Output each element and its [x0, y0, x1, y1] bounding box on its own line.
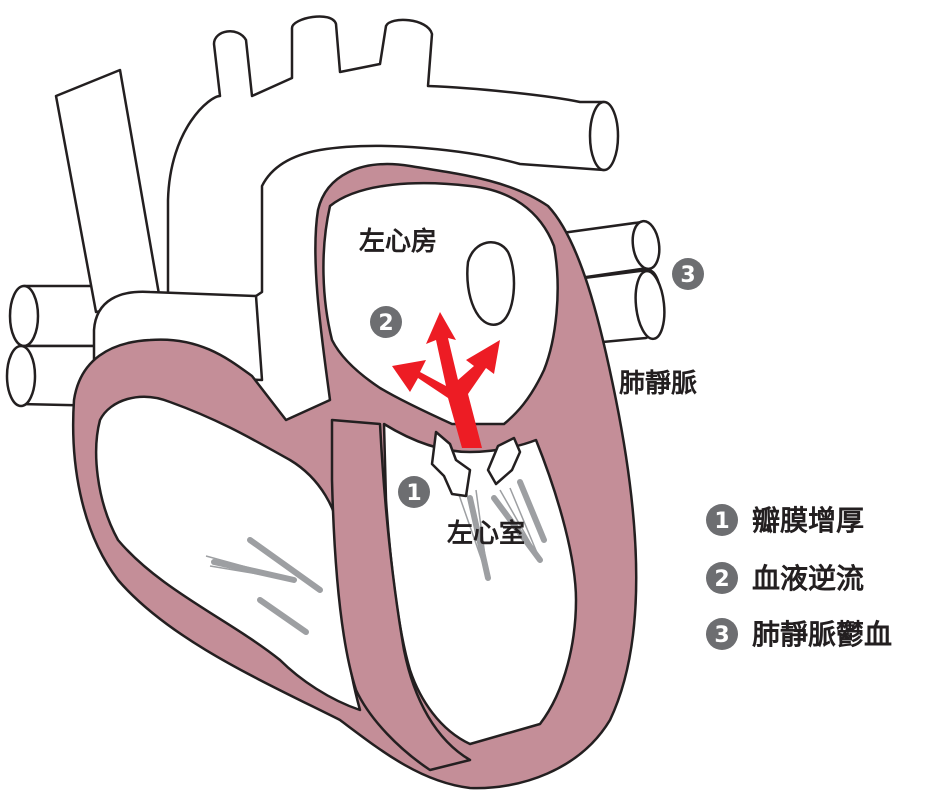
svg-text:2: 2 [714, 567, 729, 592]
svg-text:1: 1 [714, 509, 729, 534]
svg-text:2: 2 [378, 311, 393, 336]
svg-text:1: 1 [406, 481, 421, 506]
legend-item: 3 肺靜脈鬱血 [706, 618, 892, 651]
svg-text:3: 3 [714, 623, 729, 648]
legend-text: 瓣膜增厚 [752, 504, 864, 537]
legend-text: 肺靜脈鬱血 [752, 618, 892, 651]
legend-item: 1 瓣膜增厚 [706, 504, 864, 537]
superior-vena-cava [56, 70, 160, 312]
legend-text: 血液逆流 [752, 562, 864, 595]
left-atrium-label: 左心房 [359, 227, 437, 257]
legend: 1 瓣膜增厚 2 血液逆流 3 肺靜脈鬱血 [706, 504, 892, 651]
left-ventricle-label: 左心室 [447, 518, 525, 549]
legend-item: 2 血液逆流 [706, 562, 864, 595]
pulmonary-vein-label: 肺靜脈 [619, 369, 697, 399]
marker-1: 1 [398, 476, 430, 508]
marker-2: 2 [370, 306, 402, 338]
marker-3: 3 [672, 258, 704, 290]
svg-text:3: 3 [680, 263, 695, 288]
aorta-end [590, 102, 618, 170]
